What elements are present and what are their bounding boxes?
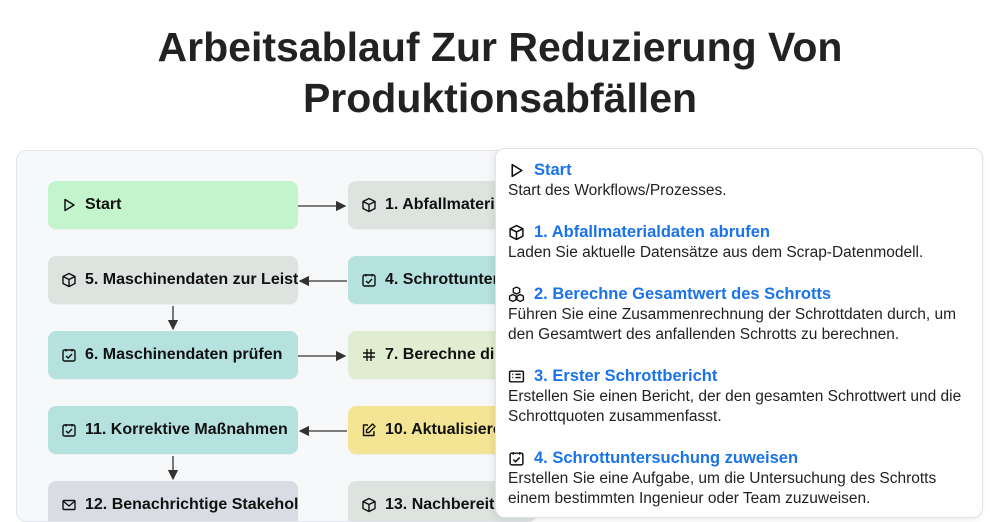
node-label: 6. Maschinendaten prüfen [85, 346, 283, 363]
flow-node-6[interactable]: 6. Maschinendaten prüfen [48, 331, 298, 379]
flow-node-12[interactable]: 12. Benachrichtige Stakeholder [48, 481, 298, 521]
flow-connectors [167, 200, 347, 481]
node-label: Start [85, 196, 122, 213]
checkbox-icon [508, 450, 525, 467]
checkbox-icon [61, 347, 77, 363]
flow-node-start[interactable]: Start [48, 181, 298, 229]
workflow-canvas[interactable]: Start 1. Abfallmaterialdaten abrufen 5. … [16, 150, 538, 522]
step-details-panel[interactable]: Start Start des Workflows/Prozesses. 1. … [495, 148, 983, 518]
step-description: Erstellen Sie eine Aufgabe, um die Unter… [508, 470, 937, 507]
step-detail-3: 3. Erster Schrottbericht Erstellen Sie e… [508, 365, 970, 427]
step-title[interactable]: 1. Abfallmaterialdaten abrufen [534, 223, 770, 241]
checkbox-icon [61, 422, 77, 438]
hash-icon [361, 347, 377, 363]
cube-icon [61, 272, 77, 288]
flow-node-11[interactable]: 11. Korrektive Maßnahmen [48, 406, 298, 454]
step-title[interactable]: 2. Berechne Gesamtwert des Schrotts [534, 285, 832, 303]
play-icon [61, 197, 77, 213]
cube-icon [508, 224, 525, 241]
edit-icon [361, 422, 377, 438]
node-label: 11. Korrektive Maßnahmen [85, 421, 288, 438]
step-description: Laden Sie aktuelle Datensätze aus dem Sc… [508, 244, 924, 261]
step-title[interactable]: Start [534, 161, 572, 179]
mail-icon [61, 497, 77, 513]
play-icon [508, 162, 525, 179]
step-detail-1: 1. Abfallmaterialdaten abrufen Laden Sie… [508, 221, 970, 263]
checkbox-icon [361, 272, 377, 288]
node-label: 5. Maschinendaten zur Leistungsanalyse [85, 271, 298, 288]
report-icon [508, 368, 525, 385]
cubes-icon [508, 285, 525, 303]
page-title: Arbeitsablauf Zur Reduzierung Von Produk… [157, 24, 843, 121]
flow-node-5[interactable]: 5. Maschinendaten zur Leistungsanalyse [48, 256, 298, 304]
step-description: Start des Workflows/Prozesses. [508, 182, 727, 199]
step-title[interactable]: 4. Schrottuntersuchung zuweisen [534, 449, 799, 467]
step-detail-2: 2. Berechne Gesamtwert des Schrotts Führ… [508, 283, 970, 345]
step-detail-start: Start Start des Workflows/Prozesses. [508, 159, 970, 201]
step-description: Führen Sie eine Zusammenrechnung der Sch… [508, 306, 957, 343]
node-label: 12. Benachrichtige Stakeholder [85, 496, 298, 513]
step-description: Erstellen Sie einen Bericht, der den ges… [508, 388, 962, 425]
cube-icon [361, 197, 377, 213]
step-title[interactable]: 3. Erster Schrottbericht [534, 367, 718, 385]
cube-icon [361, 497, 377, 513]
